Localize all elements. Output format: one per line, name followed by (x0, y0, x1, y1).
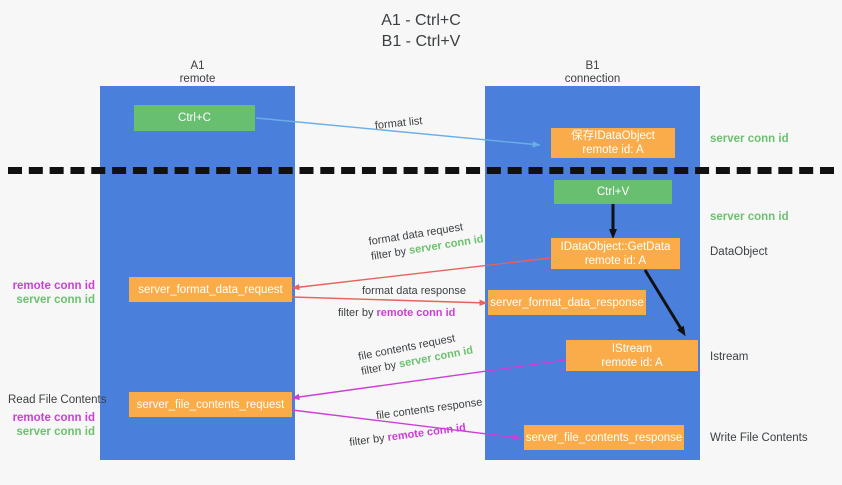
box-save-idataobject[interactable]: 保存IDataObject remote id: A (551, 128, 675, 158)
dashed-divider (8, 167, 834, 174)
label-server-conn-id-2: server conn id (16, 426, 95, 438)
lane-b1-sub: connection (564, 73, 621, 85)
box-ctrl-v-label: Ctrl+V (596, 186, 630, 198)
box-save-idataobject-line2: remote id: A (582, 144, 644, 156)
lane-header-a1: A1 remote (100, 60, 295, 86)
label-remote-conn-id-1: remote conn id (12, 280, 95, 292)
key-remote-conn-id: remote conn id (376, 307, 456, 319)
label-write-file-contents: Write File Contents (710, 432, 808, 444)
page-title: A1 - Ctrl+C B1 - Ctrl+V (0, 10, 842, 52)
arrow-file-contents-response (291, 409, 521, 441)
box-idataobject-getdata[interactable]: IDataObject::GetData remote id: A (551, 238, 680, 269)
box-istream-line2: remote id: A (601, 356, 663, 369)
box-server-file-contents-response[interactable]: server_file_contents_response (524, 425, 684, 450)
box-server-file-contents-response-label: server_file_contents_response (525, 431, 683, 444)
label-read-file-contents: Read File Contents (8, 394, 107, 406)
arrow-getdata-to-istream (643, 269, 686, 337)
label-server-conn-id-mid: server conn id (710, 211, 789, 223)
label-dataobject: DataObject (710, 246, 768, 258)
caption-format-data-response-line1: format data response (362, 285, 466, 297)
caption-format-data-response: format data response filter by remote co… (338, 284, 466, 321)
title-line-2: B1 - Ctrl+V (381, 33, 461, 50)
arrow-format-list (255, 117, 541, 148)
arrow-file-contents-request (291, 359, 567, 401)
title-line-1: A1 - Ctrl+C (381, 12, 461, 29)
lane-b1-name: B1 (585, 60, 600, 72)
caption-format-data-response-line2: filter by remote conn id (338, 307, 456, 319)
box-idataobject-getdata-line2: remote id: A (584, 254, 647, 267)
arrow-format-data-request (291, 257, 551, 291)
label-group-conn-ids-1: remote conn id server conn id (10, 279, 95, 307)
box-ctrl-c-label: Ctrl+C (178, 112, 211, 124)
label-remote-conn-id-2: remote conn id (12, 412, 95, 424)
box-istream[interactable]: IStream remote id: A (566, 340, 698, 371)
box-server-format-data-request[interactable]: server_format_data_request (129, 277, 292, 302)
box-server-format-data-response-label: server_format_data_response (490, 296, 644, 309)
label-server-conn-id-1: server conn id (16, 294, 95, 306)
box-server-format-data-request-label: server_format_data_request (138, 283, 283, 296)
lane-a1-sub: remote (179, 73, 216, 85)
box-save-idataobject-line1: 保存IDataObject (571, 130, 655, 142)
label-istream: Istream (710, 351, 749, 363)
lane-header-b1: B1 connection (485, 60, 700, 86)
label-server-conn-id-top: server conn id (710, 133, 789, 145)
box-server-file-contents-request[interactable]: server_file_contents_request (129, 392, 292, 417)
box-server-file-contents-request-label: server_file_contents_request (136, 398, 285, 411)
box-istream-line1: IStream (611, 342, 653, 355)
label-group-conn-ids-2: remote conn id server conn id (10, 411, 95, 439)
box-server-format-data-response[interactable]: server_format_data_response (488, 290, 646, 315)
box-ctrl-v[interactable]: Ctrl+V (554, 180, 672, 204)
box-idataobject-getdata-line1: IDataObject::GetData (560, 240, 671, 253)
arrow-format-data-response (291, 296, 488, 306)
lane-a1-name: A1 (190, 60, 205, 72)
box-ctrl-c[interactable]: Ctrl+C (134, 105, 255, 131)
